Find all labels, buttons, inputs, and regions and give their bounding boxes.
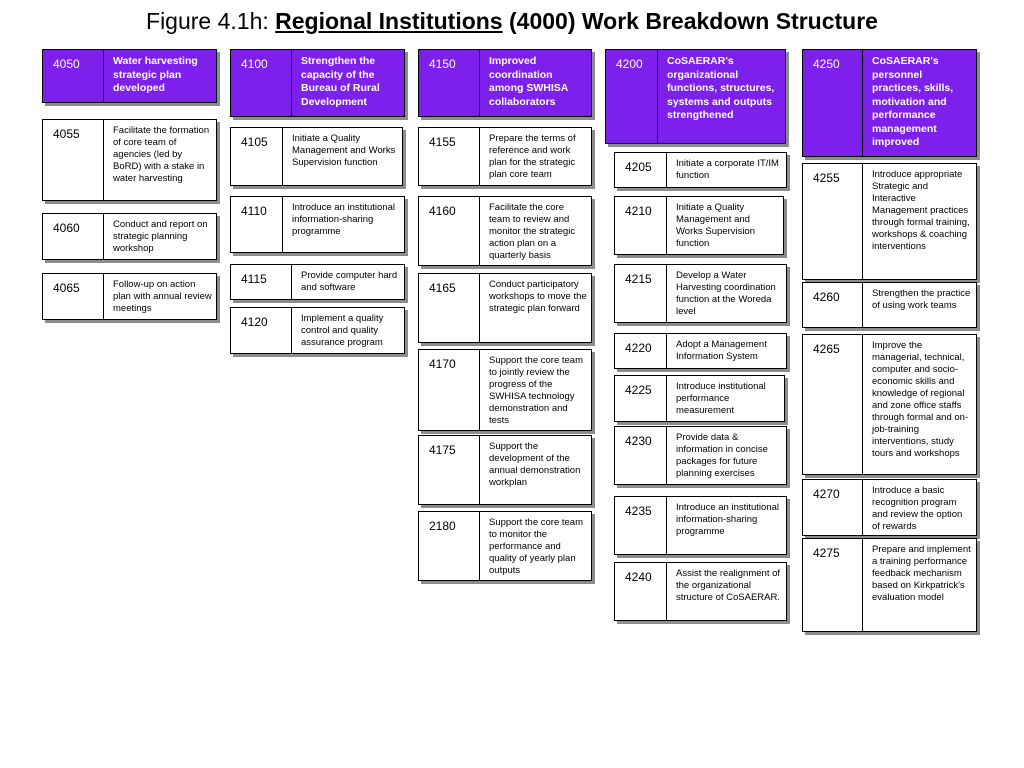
wbs-item-box: 4060 Conduct and report on strategic pla… [42, 213, 217, 260]
wbs-code: 4155 [419, 128, 480, 185]
wbs-header-box: 4100 Strengthen the capacity of the Bure… [230, 49, 405, 117]
wbs-item-box: 4205 Initiate a corporate IT/IM function [614, 152, 787, 188]
wbs-item-box: 4235 Introduce an institutional informat… [614, 496, 787, 555]
wbs-description: Follow-up on action plan with annual rev… [113, 279, 212, 314]
wbs-item-box: 4065 Follow-up on action plan with annua… [42, 273, 217, 320]
wbs-code: 4210 [615, 197, 667, 254]
wbs-code: 4215 [615, 265, 667, 322]
wbs-description: Facilitate the formation of core team of… [113, 125, 210, 184]
wbs-description: Strengthen the capacity of the Bureau of… [301, 55, 380, 108]
wbs-description: Improve the managerial, technical, compu… [872, 340, 969, 459]
wbs-code: 4255 [803, 164, 863, 279]
wbs-item-box: 4105 Initiate a Quality Management and W… [230, 127, 403, 186]
title-suffix: (4000) Work Breakdown Structure [502, 8, 878, 34]
wbs-description: Implement a quality control and quality … [301, 313, 384, 348]
wbs-description: Conduct and report on strategic planning… [113, 219, 208, 254]
wbs-code: 4060 [43, 214, 104, 259]
wbs-code: 4050 [43, 50, 104, 102]
wbs-item-box: 4120 Implement a quality control and qua… [230, 307, 405, 354]
wbs-code: 4250 [803, 50, 863, 156]
wbs-description: Conduct participatory workshops to move … [489, 279, 587, 314]
wbs-description: Introduce institutional performance meas… [676, 381, 766, 416]
wbs-description: Initiate a Quality Management and Works … [676, 202, 756, 249]
wbs-item-box: 4240 Assist the realignment of the organ… [614, 562, 787, 621]
title-underlined: Regional Institutions [275, 8, 503, 34]
wbs-code: 4240 [615, 563, 667, 620]
wbs-description: Introduce an institutional information-s… [292, 202, 395, 237]
wbs-code: 4165 [419, 274, 480, 342]
figure-title: Figure 4.1h: Regional Institutions (4000… [0, 6, 1024, 36]
wbs-item-box: 4260 Strengthen the practice of using wo… [802, 282, 977, 328]
wbs-code: 4260 [803, 283, 863, 327]
wbs-code: 4200 [606, 50, 658, 143]
wbs-description: Introduce appropriate Strategic and Inte… [872, 169, 970, 252]
wbs-code: 4055 [43, 120, 104, 200]
wbs-code: 4160 [419, 197, 480, 265]
wbs-description: Initiate a corporate IT/IM function [676, 158, 779, 181]
wbs-description: Provide computer hard and software [301, 270, 398, 293]
wbs-description: Prepare the terms of reference and work … [489, 133, 576, 180]
wbs-item-box: 4265 Improve the managerial, technical, … [802, 334, 977, 475]
wbs-item-box: 4110 Introduce an institutional informat… [230, 196, 405, 253]
wbs-item-box: 4160 Facilitate the core team to review … [418, 196, 592, 266]
wbs-item-box: 4270 Introduce a basic recognition progr… [802, 479, 977, 536]
wbs-item-box: 4175 Support the development of the annu… [418, 435, 592, 505]
wbs-code: 4220 [615, 334, 667, 368]
wbs-item-box: 4275 Prepare and implement a training pe… [802, 538, 977, 632]
wbs-description: Water harvesting strategic plan develope… [113, 55, 198, 94]
wbs-code: 4170 [419, 350, 480, 430]
wbs-item-box: 2180 Support the core team to monitor th… [418, 511, 592, 581]
wbs-item-box: 4230 Provide data & information in conci… [614, 426, 787, 485]
wbs-description: CoSAERAR's personnel practices, skills, … [872, 55, 954, 148]
title-prefix: Figure 4.1h: [146, 8, 276, 34]
wbs-code: 4120 [231, 308, 292, 353]
wbs-description: Support the development of the annual de… [489, 441, 581, 488]
wbs-description: Assist the realignment of the organizati… [676, 568, 781, 603]
wbs-description: Prepare and implement a training perform… [872, 544, 971, 603]
wbs-header-box: 4150 Improved coordination among SWHISA … [418, 49, 592, 117]
wbs-item-box: 4055 Facilitate the formation of core te… [42, 119, 217, 201]
wbs-code: 4205 [615, 153, 667, 187]
wbs-code: 4225 [615, 376, 667, 421]
wbs-code: 4105 [231, 128, 283, 185]
wbs-code: 4110 [231, 197, 283, 252]
wbs-header-box: 4200 CoSAERAR's organizational functions… [605, 49, 786, 144]
wbs-description: Develop a Water Harvesting coordination … [676, 270, 776, 317]
wbs-description: Adopt a Management Information System [676, 339, 767, 362]
wbs-code: 4065 [43, 274, 104, 319]
wbs-item-box: 4155 Prepare the terms of reference and … [418, 127, 592, 186]
wbs-item-box: 4220 Adopt a Management Information Syst… [614, 333, 787, 369]
wbs-item-box: 4215 Develop a Water Harvesting coordina… [614, 264, 787, 323]
wbs-code: 4175 [419, 436, 480, 504]
wbs-item-box: 4225 Introduce institutional performance… [614, 375, 785, 422]
wbs-code: 4235 [615, 497, 667, 554]
wbs-description: Provide data & information in concise pa… [676, 432, 768, 479]
wbs-description: Support the core team to jointly review … [489, 355, 583, 426]
wbs-item-box: 4210 Initiate a Quality Management and W… [614, 196, 784, 255]
wbs-header-box: 4050 Water harvesting strategic plan dev… [42, 49, 217, 103]
wbs-code: 4115 [231, 265, 292, 299]
wbs-description: Introduce an institutional information-s… [676, 502, 779, 537]
wbs-description: CoSAERAR's organizational functions, str… [667, 55, 775, 121]
wbs-item-box: 4170 Support the core team to jointly re… [418, 349, 592, 431]
wbs-header-box: 4250 CoSAERAR's personnel practices, ski… [802, 49, 977, 157]
wbs-item-box: 4165 Conduct participatory workshops to … [418, 273, 592, 343]
wbs-description: Improved coordination among SWHISA colla… [489, 55, 568, 108]
wbs-code: 4100 [231, 50, 292, 116]
wbs-description: Strengthen the practice of using work te… [872, 288, 971, 311]
wbs-item-box: 4255 Introduce appropriate Strategic and… [802, 163, 977, 280]
wbs-code: 4270 [803, 480, 863, 535]
wbs-description: Introduce a basic recognition program an… [872, 485, 963, 532]
wbs-description: Initiate a Quality Management and Works … [292, 133, 396, 168]
wbs-code: 4150 [419, 50, 480, 116]
wbs-item-box: 4115 Provide computer hard and software [230, 264, 405, 300]
wbs-code: 4275 [803, 539, 863, 631]
wbs-description: Support the core team to monitor the per… [489, 517, 583, 576]
wbs-code: 4265 [803, 335, 863, 474]
wbs-description: Facilitate the core team to review and m… [489, 202, 576, 261]
wbs-code: 4230 [615, 427, 667, 484]
wbs-code: 2180 [419, 512, 480, 580]
